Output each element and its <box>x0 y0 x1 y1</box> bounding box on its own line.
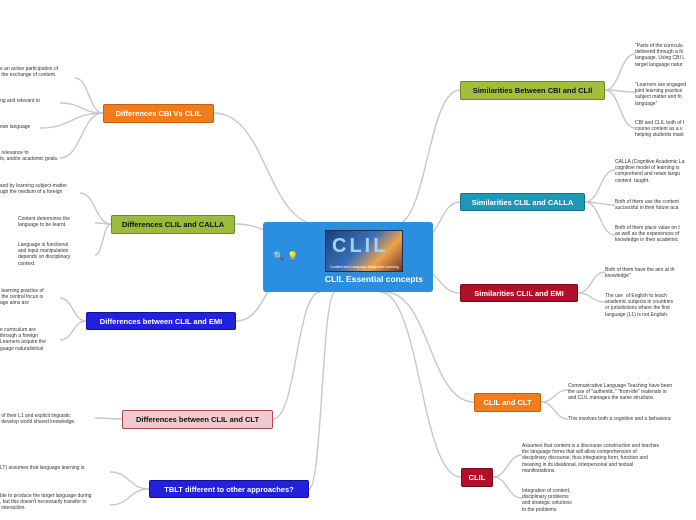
leaf-text: Content determines the language to be le… <box>18 216 70 229</box>
connector-line <box>492 476 523 499</box>
leaf-text: learning practice of the central focus i… <box>0 288 44 307</box>
branch-similarities-cbi-and-clil[interactable]: Similarities Between CBI and CLIl <box>460 81 605 100</box>
leaf-text: ble to produce the target language durin… <box>0 493 92 512</box>
branch-differences-clil-and-clt[interactable]: Differences between CLIL and CLT <box>122 410 273 429</box>
leaf-text: e an active participation of the exchang… <box>0 66 59 79</box>
branch-differences-clil-and-calla[interactable]: Differences CLIL and CALLA <box>111 215 235 234</box>
leaf-text: "Parts of the curriculu delivered throug… <box>635 43 686 68</box>
connector-line <box>394 89 461 226</box>
lightbulb-icon: 💡 <box>287 251 299 261</box>
leaf-text: Both of them use the content successful … <box>615 199 679 212</box>
connector-line <box>94 223 112 256</box>
leaf-text: Both of them place value on t as well as… <box>615 225 680 244</box>
connector-line <box>94 417 123 420</box>
connector-line <box>59 112 104 159</box>
connector-line <box>577 271 606 294</box>
leaf-text: of their L1 and explicit linguistic deve… <box>1 413 76 426</box>
branch-clil[interactable]: CLIL <box>461 468 493 487</box>
central-title: CLIL Essential concepts <box>324 274 423 284</box>
leaf-text: ng and relevant to <box>0 98 41 104</box>
branch-tblt-different[interactable]: TBLT different to other approaches? <box>149 480 309 498</box>
connector-line <box>492 454 523 478</box>
connector-line <box>604 89 636 129</box>
connector-line <box>59 102 104 114</box>
branch-similarities-clil-and-emi[interactable]: Similarities CLIL and EMI <box>460 284 578 302</box>
connector-line <box>109 471 150 490</box>
leaf-text: relevance to ts, and/or academic goals. <box>0 150 59 163</box>
branch-differences-cbi-vs-clil[interactable]: Differences CBI Vs CLIL <box>103 104 214 123</box>
leaf-text: The use of English to teach academic sub… <box>605 293 674 318</box>
leaf-text: This involves both a cognitive and a beh… <box>568 416 671 422</box>
connector-line <box>604 53 636 91</box>
leaf-text: CALLA (Cognitive Academic La cognitive m… <box>615 159 685 184</box>
logo-caption: Content and Language Integrated Learning <box>330 265 399 269</box>
clil-logo: CLIL Content and Language Integrated Lea… <box>325 230 403 272</box>
connector-line <box>74 77 104 114</box>
leaf-text: ean language <box>0 124 31 130</box>
leaf-text: e curriculum are through a foreign Learn… <box>0 327 46 352</box>
connector-line <box>540 389 569 403</box>
branch-similarities-clil-and-calla[interactable]: Similarities CLIL and CALLA <box>460 193 585 211</box>
connector-line <box>584 201 616 236</box>
connector-line <box>577 292 606 303</box>
connector-line <box>79 192 112 225</box>
connector-line <box>584 169 616 203</box>
connector-line <box>59 297 87 322</box>
leaf-text: Both of them have the aim at th knowledg… <box>605 267 675 280</box>
connector-line <box>272 291 321 420</box>
leaf-text: Language is functional and input manipul… <box>18 242 71 267</box>
connector-line <box>379 291 462 478</box>
connector-line <box>540 401 569 420</box>
leaf-text: sed by learning subject-matter ugh the m… <box>0 183 67 196</box>
central-topic[interactable]: 🔍 💡 CLIL Content and Language Integrated… <box>263 222 433 292</box>
branch-clil-and-clt[interactable]: CLIL and CLT <box>474 393 541 412</box>
leaf-text: "Learners are engaged joint learning pra… <box>635 82 686 107</box>
leaf-text: Communicative Language Teaching have bee… <box>568 383 673 402</box>
magnifier-icon: 🔍 <box>273 251 285 261</box>
logo-text: CLIL <box>332 235 389 257</box>
connector-line <box>384 291 475 403</box>
connector-line <box>109 488 150 506</box>
connector-line <box>39 112 104 129</box>
branch-differences-clil-and-emi[interactable]: Differences between CLIL and EMI <box>86 312 236 330</box>
connector-line <box>59 320 87 341</box>
connector-line <box>213 112 321 226</box>
connector-line <box>308 291 336 490</box>
leaf-text: Integration of content, disciplinary pro… <box>522 488 572 513</box>
leaf-text: LT) assumes that language learning is <box>0 465 85 471</box>
leaf-text: CBI and CLIL both of t course content as… <box>635 120 685 139</box>
leaf-text: Assumes that content is a discourse cons… <box>522 443 660 474</box>
